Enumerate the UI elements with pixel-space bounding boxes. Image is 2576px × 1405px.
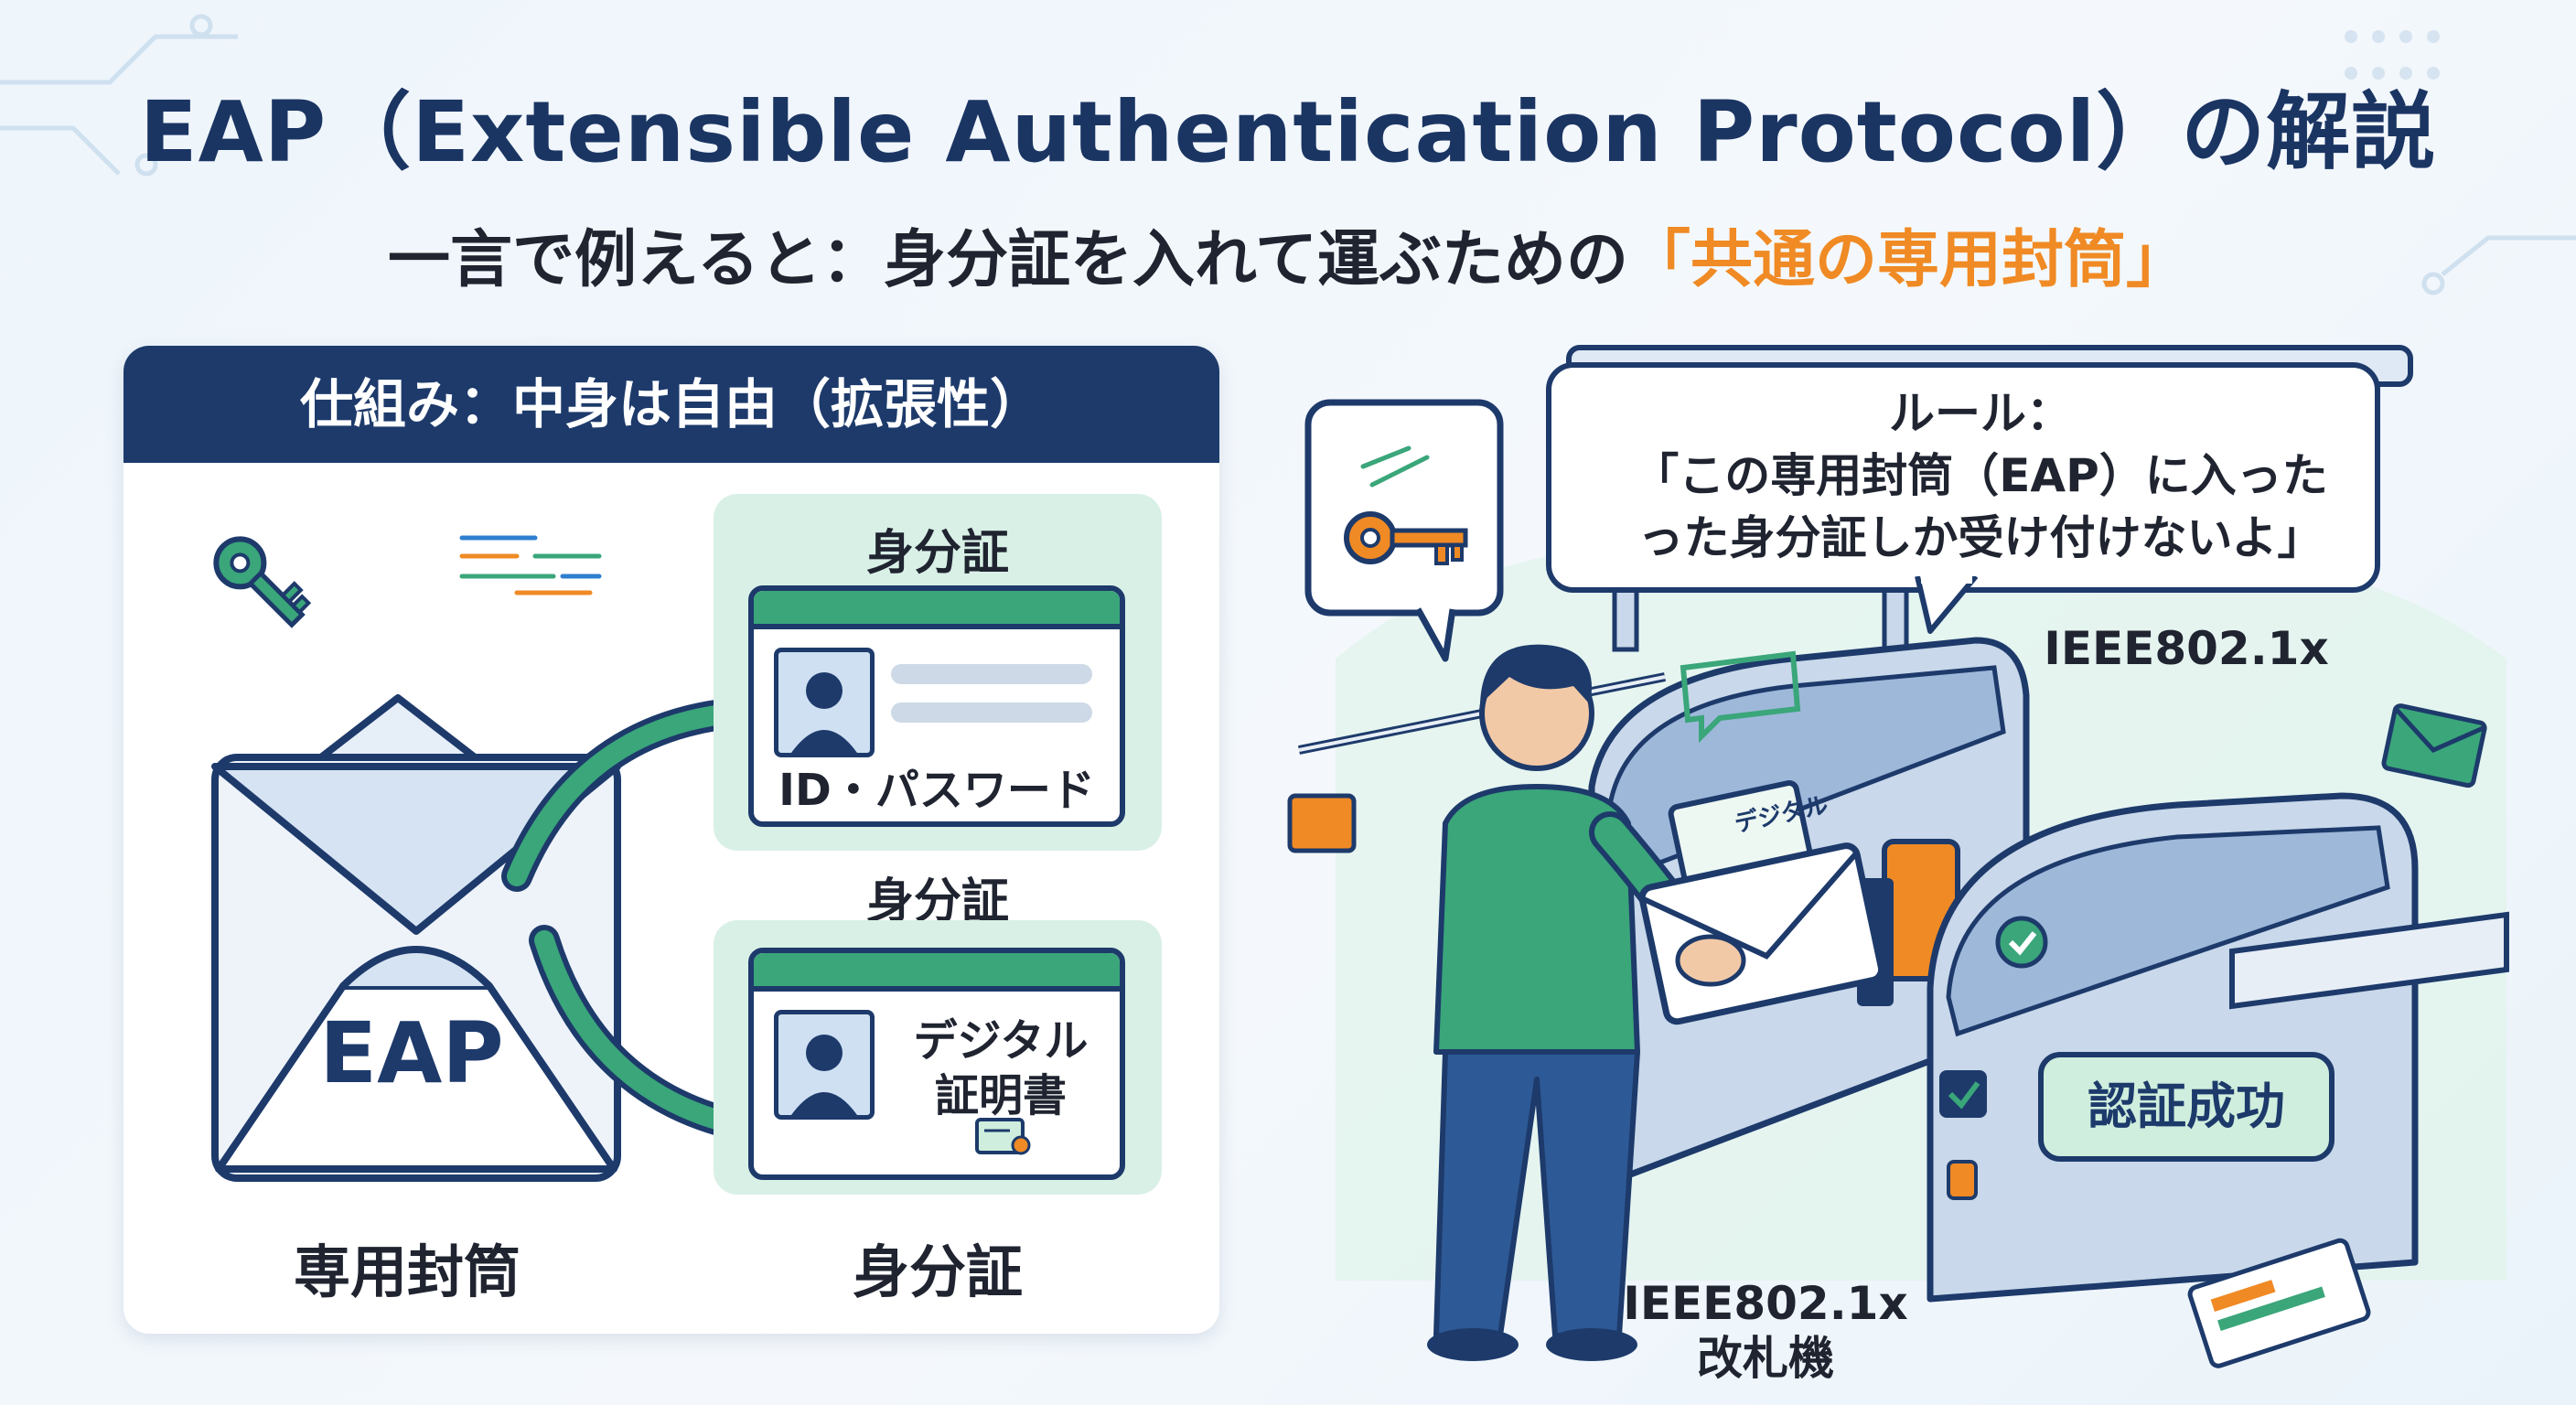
avatar-icon [774, 648, 875, 757]
rule-line2: った身分証しか受け付けないよ」 [1637, 511, 2324, 564]
ieee-label-bottom: IEEE802.1x 改札機 [1610, 1276, 1921, 1386]
text-line [891, 702, 1092, 723]
id-card-certificate: デジタル 証明書 [748, 948, 1125, 1180]
id-card-password: ID・パスワード [748, 585, 1125, 827]
certificate-icon [975, 1118, 1031, 1155]
card-group-certificate: デジタル 証明書 [714, 920, 1162, 1195]
card-strip [754, 953, 1120, 992]
card1-text: ID・パスワード [778, 765, 1095, 816]
avatar-icon [774, 1010, 875, 1120]
ieee-bottom-line2: 改札機 [1697, 1332, 1834, 1385]
card2-text-line1: デジタル [913, 1015, 1089, 1067]
rule-line1: 「この専用封筒（EAP）に入った [1633, 449, 2328, 502]
rule-bubble-tail [1915, 576, 1979, 634]
panel-header: 仕組み：中身は自由（拡張性） [123, 346, 1219, 463]
subtitle-highlight: 「共通の専用封筒」 [1627, 224, 2188, 296]
key-icon [213, 536, 312, 628]
subtitle-prefix: 一言で例えると：身分証を入れて運ぶための [388, 224, 1628, 296]
card2-text-line2: 証明書 [934, 1070, 1067, 1121]
cards-caption: 身分証 [852, 1239, 1023, 1305]
rule-title: ルール： [1889, 387, 2072, 440]
page-title: EAP（Extensible Authentication Protocol）の… [139, 83, 2437, 181]
card-strip [754, 591, 1120, 629]
data-lines-icon [459, 535, 602, 595]
ieee-bottom-line1: IEEE802.1x [1623, 1277, 1908, 1330]
envelope-label: EAP [319, 1004, 504, 1102]
rule-speech-bubble [1546, 362, 2380, 593]
mechanism-panel: 仕組み：中身は自由（拡張性） EAP 専用封筒 [123, 346, 1219, 1334]
text-line [891, 664, 1092, 684]
page-subtitle: 一言で例えると：身分証を入れて運ぶための「共通の専用封筒」 [0, 209, 2576, 299]
card1-label: 身分証 [865, 526, 1009, 581]
envelope-caption: 専用封筒 [293, 1239, 521, 1305]
key-speech-bubble [1304, 399, 1504, 662]
rule-text: ルール： 「この専用封筒（EAP）に入った った身分証しか受け付けないよ」 [1569, 382, 2392, 569]
card-group-password: 身分証 ID・パスワード [714, 494, 1162, 851]
ieee-label-top: IEEE802.1x [2044, 622, 2329, 675]
certificate-envelope [1638, 780, 1885, 1025]
auth-success-badge: 認証成功 [2038, 1052, 2334, 1162]
